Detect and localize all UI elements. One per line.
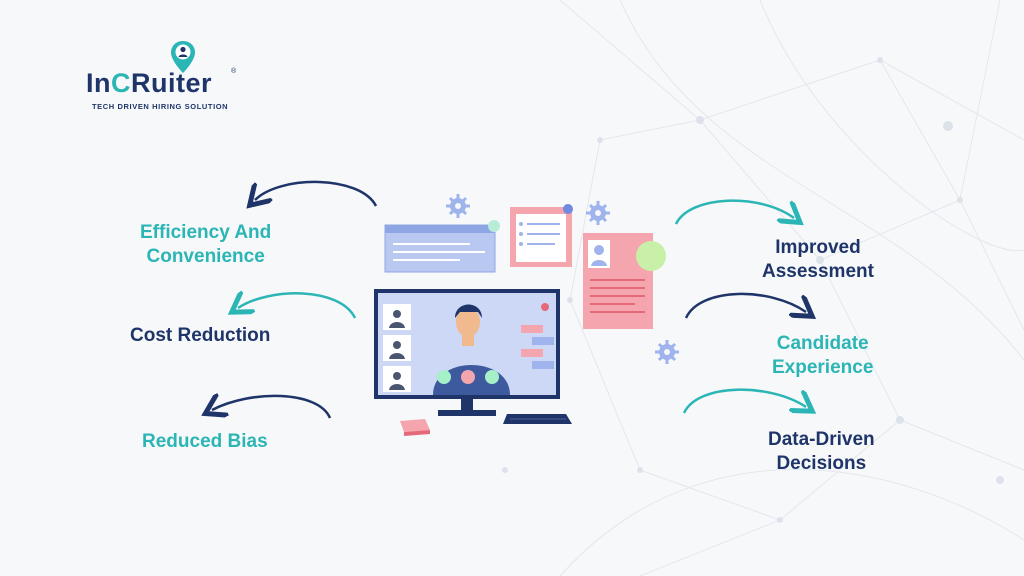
benefit-reduced-bias: Reduced Bias	[142, 431, 268, 452]
brand-name: InCRuiter	[86, 68, 213, 98]
browser-card	[384, 220, 500, 273]
gear-icon	[586, 201, 610, 225]
benefit-efficiency: Efficiency And Convenience	[140, 222, 272, 267]
arrow-data-driven	[682, 388, 806, 413]
book-icon	[400, 419, 430, 436]
arrow-cost-reduction	[238, 293, 357, 319]
benefit-data-driven-decisions: Data-Driven Decisions	[768, 429, 875, 474]
brand-logo[interactable]: InCRuiter ® TECH DRIVEN HIRING SOLUTION	[86, 40, 246, 116]
benefit-cost-reduction: Cost Reduction	[130, 325, 271, 346]
chat-bubble-icon	[521, 325, 554, 369]
benefit-candidate-experience: Candidate Experience	[772, 333, 874, 378]
gear-icon	[655, 340, 679, 364]
keyboard-icon	[503, 414, 572, 424]
gear-icon	[446, 194, 470, 218]
registered-mark: ®	[231, 68, 237, 75]
map-pin-person-icon	[171, 41, 195, 73]
brand-tagline: TECH DRIVEN HIRING SOLUTION	[92, 102, 229, 111]
video-call-monitor-icon	[374, 289, 560, 416]
arrow-improved-assessment	[674, 199, 794, 224]
resume-card-icon	[583, 233, 666, 329]
video-interview-illustration	[374, 194, 679, 436]
checklist-card	[510, 204, 573, 267]
arrow-candidate-experience	[684, 292, 806, 318]
arrow-reduced-bias	[212, 396, 332, 419]
benefit-improved-assessment: Improved Assessment	[762, 237, 874, 282]
